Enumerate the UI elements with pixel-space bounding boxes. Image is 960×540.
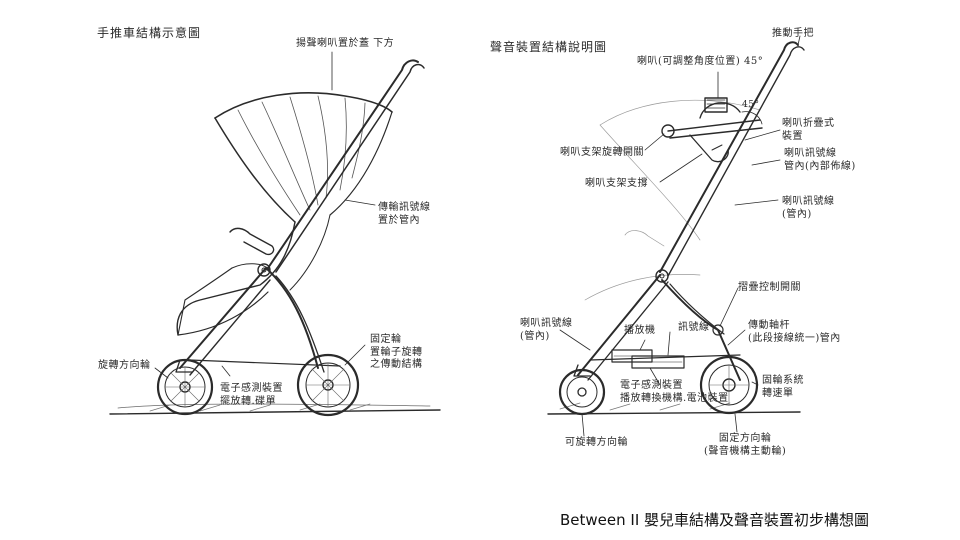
label-handle: 推動手把 [772,28,814,39]
label-speaker-position: 揚聲喇叭置於蓋 下方 [296,38,395,49]
left-stroller-drawing [109,51,441,417]
figure-caption: Between II 嬰兒車結構及聲音裝置初步構想圖 [560,511,870,529]
label-wheel-system: 固輪系統 轉速單 [762,375,804,399]
label-speaker-adjust: 喇叭折疊式 裝置 [782,118,835,142]
label-fold-control: 摺疊控制開關 [738,282,801,293]
label-left-sensor: 電子感測裝置 擺放轉.碟單 [220,383,283,407]
label-speaker-angle: 喇叭(可調整角度位置) 45° [637,56,764,67]
label-left-rotating-wheel: 旋轉方向輪 [98,360,151,371]
right-stroller-drawing [547,35,805,437]
label-right-sensor: 電子感測裝置 播放轉換機構.電池裝置 [620,380,729,404]
label-speaker-bracket: 喇叭支架支撐 [585,178,648,189]
left-sketch-title: 手推車結構示意圖 [97,26,202,40]
label-left-fixed-wheel: 固定輪 置輪子旋轉 之傳動結構 [370,334,423,370]
right-sketch-title: 聲音裝置結構說明圖 [490,40,608,54]
label-player: 播放機 [624,325,656,336]
label-right-fixed-wheel: 固定方向輪 (聲音機構主動輪) [704,433,787,457]
label-transmission: 傳輸訊號線 置於管內 [378,202,431,226]
label-drive-shaft: 傳動軸杆 (此段接線統一)管內 [748,320,841,344]
label-right-rotating-wheel: 可旋轉方向輪 [565,437,628,448]
label-speaker-wire-top: 喇叭訊號線 管內(內部佈線) [784,148,856,172]
label-speaker-wire-mid: 喇叭訊號線 (管內) [782,196,835,220]
label-speaker-wire-low: 喇叭訊號線 (管內) [520,318,573,342]
label-angle-mark: 45° [742,100,760,110]
label-speaker-rotation: 喇叭支架旋轉開關 [560,147,644,158]
label-wire: 訊號線 [678,322,710,333]
